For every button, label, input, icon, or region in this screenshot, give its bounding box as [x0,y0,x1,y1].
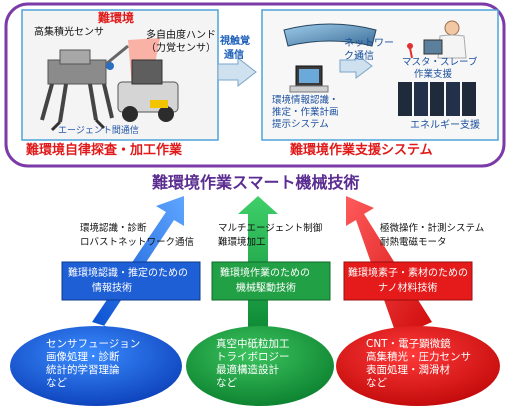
col2-ellipse-line2: トライボロジー [216,351,290,363]
col3-arrow-label-line1: 極微操作・計測システム [380,223,485,234]
hand-label-line1: 多自由度ハンド [146,30,216,41]
wheeled-robot-image [117,59,179,122]
col3-box-line2: ナノ材料技術 [378,283,438,294]
energy-label: エネルギー支援 [410,120,480,131]
system-label-line1: 環境情報認識・ [272,95,339,106]
col1-ellipse-line2: 画像処理・診断 [46,351,120,363]
col1-box-line2: 情報技術 [92,283,132,294]
hard-env-label: 難環境 [98,11,135,25]
col2-arrow-label-line1: マルチエージェント制御 [218,223,323,234]
col1-ellipse-line1: センサフュージョン [46,338,141,350]
operator-image [407,20,467,59]
tactile-arrow [217,56,257,88]
left-panel-title: 難環境自律探査・加工作業 [26,143,183,158]
col2-box-line1: 難環境作業のための [220,268,310,279]
tactile-label-line2: 通信 [224,50,244,61]
col3-ellipse-line2: 高集積光・圧力センサ [366,351,471,363]
col1-box-line1: 難環境認識・推定のための [68,268,188,279]
info-tech-ellipse [10,326,182,406]
agent-comm-label: エージェント間通信 [58,126,139,136]
sensor-label: 高集積光センサ [34,27,104,38]
system-label-line2: 推定・作業計画 [272,107,339,118]
col1-ellipse-line4: など [46,377,67,389]
col1-arrow-label-line1: 環境認識・診断 [80,223,147,234]
info-tech-box [61,261,201,301]
col2-box-line2: 機械駆動技術 [236,283,296,294]
right-panel-title: 難環境作業支援システム [290,143,433,158]
machine-drive-ellipse [186,326,334,406]
col3-ellipse-line4: など [366,377,387,389]
network-label-line2: ク通信 [344,51,374,62]
nano-material-box [343,261,473,301]
master-slave-label-line1: マスタ・スレーブ [402,57,478,68]
col2-ellipse-line1: 真空中砥粒加工 [216,338,290,350]
workstation-image [283,23,377,93]
col2-arrow-label-line2: 難環境加工 [218,237,266,248]
col2-ellipse-line4: など [216,377,237,389]
col3-arrow-label-line2: 耐熱電磁モータ [380,237,447,248]
col2-ellipse-line3: 最適構造設計 [216,364,279,376]
nano-material-ellipse [336,326,500,406]
main-title: 難環境作業スマート機械技術 [152,173,360,192]
hand-label-line2: （力覚センサ） [146,43,216,54]
server-racks-image [398,82,476,116]
legged-robot-image [40,44,129,132]
machine-drive-box [211,261,331,301]
col3-box-line1: 難環境素子・素材のための [348,268,468,279]
network-arrow [339,53,373,79]
network-label-line1: ネットワー [344,38,394,49]
col3-ellipse-line1: CNT・電子顕微鏡 [366,338,451,350]
system-label-line3: 提示システム [272,119,329,130]
col1-ellipse-line3: 統計的学習理論 [46,364,120,376]
tactile-label-line1: 視触覚 [220,36,250,47]
col1-arrow-label-line2: ロバストネットワーク通信 [80,237,195,248]
master-slave-label-line2: 作業支援 [414,69,453,80]
col3-ellipse-line3: 表面処理・潤滑材 [366,364,450,376]
